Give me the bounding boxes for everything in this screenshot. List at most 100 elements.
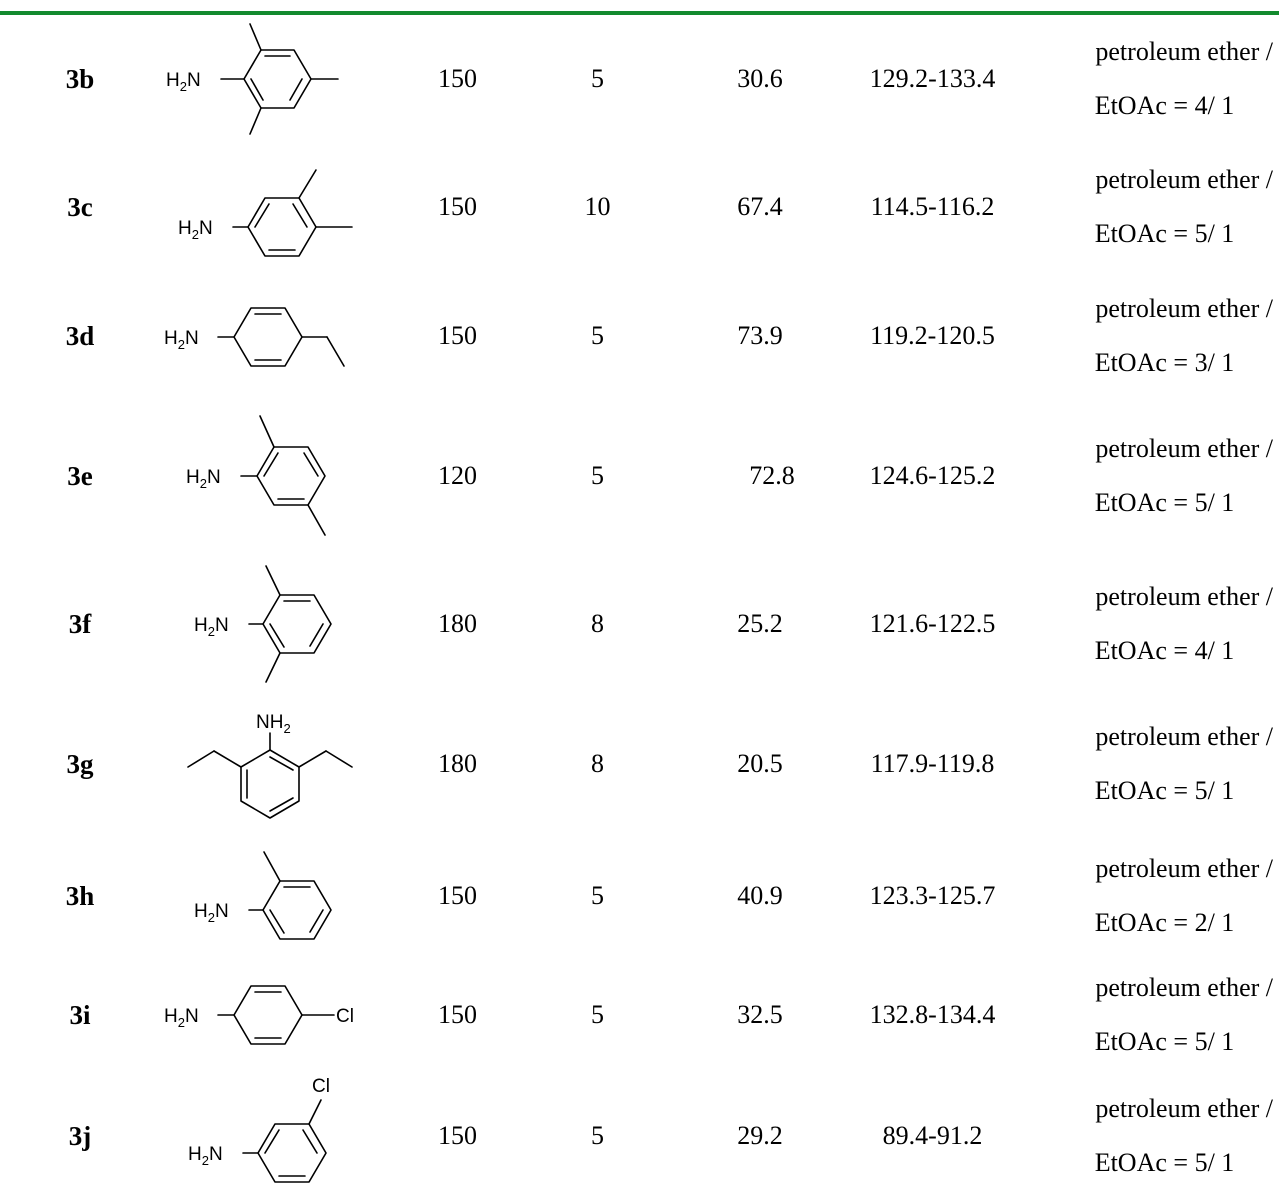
eluent-line2: EtOAc = 3/ 1 bbox=[1094, 348, 1235, 377]
yield: 67.4 bbox=[737, 192, 783, 221]
structure-3e: H2N bbox=[130, 398, 400, 554]
amine-label: H2N bbox=[194, 901, 229, 925]
amine-label: NH2 bbox=[256, 712, 291, 736]
amine-label: H2N bbox=[166, 70, 201, 94]
melting-point: 132.8-134.4 bbox=[869, 1000, 996, 1029]
table-row: 3h H2N 150 5 40.9 123.3-125.7 petroleum … bbox=[0, 834, 1279, 958]
compound-id: 3g bbox=[66, 748, 94, 779]
amine-label: H2N bbox=[188, 1144, 223, 1168]
yield: 25.2 bbox=[737, 609, 783, 638]
eluent-line1: petroleum ether / bbox=[1095, 1094, 1273, 1123]
melting-point: 123.3-125.7 bbox=[869, 881, 996, 910]
time: 8 bbox=[591, 749, 604, 778]
eluent-line1: petroleum ether / bbox=[1095, 854, 1273, 883]
eluent-line1: petroleum ether / bbox=[1095, 973, 1273, 1002]
temperature: 150 bbox=[438, 1121, 477, 1150]
amine-label: H2N bbox=[164, 1006, 199, 1030]
yield: 40.9 bbox=[737, 881, 783, 910]
eluent-line2: EtOAc = 2/ 1 bbox=[1094, 908, 1235, 937]
eluent: petroleum ether / EtOAc = 5/ 1 bbox=[1040, 958, 1279, 1072]
table-row: 3b H2N 150 5 30.6 129.2-133.4 petroleum … bbox=[0, 18, 1279, 140]
structure-3g: NH2 bbox=[130, 694, 400, 834]
eluent-line1: petroleum ether / bbox=[1095, 165, 1273, 194]
temperature: 180 bbox=[438, 749, 477, 778]
chloro-label: Cl bbox=[336, 1006, 354, 1027]
time: 5 bbox=[591, 461, 604, 490]
temperature: 180 bbox=[438, 609, 477, 638]
amine-label: H2N bbox=[194, 615, 229, 639]
structure-3f: H2N bbox=[130, 554, 400, 694]
time: 8 bbox=[591, 609, 604, 638]
dimethylaniline-25-structure: H2N bbox=[186, 415, 326, 536]
melting-point: 114.5-116.2 bbox=[870, 192, 995, 221]
compound-id: 3c bbox=[67, 191, 93, 222]
yield: 20.5 bbox=[737, 749, 783, 778]
melting-point: 121.6-122.5 bbox=[869, 609, 996, 638]
diethylaniline-structure: NH2 bbox=[187, 712, 353, 819]
eluent: petroleum ether / EtOAc = 2/ 1 bbox=[1040, 834, 1279, 958]
time: 5 bbox=[591, 881, 604, 910]
structure-3b: H2N bbox=[130, 18, 400, 140]
time: 5 bbox=[591, 1000, 604, 1029]
compound-id: 3h bbox=[65, 880, 95, 911]
eluent: petroleum ether / EtOAc = 5/ 1 bbox=[1040, 398, 1279, 554]
temperature: 120 bbox=[438, 461, 477, 490]
table-row: 3g NH2 180 8 20.5 117.9-119.8 petroleum … bbox=[0, 694, 1279, 834]
temperature: 150 bbox=[438, 881, 477, 910]
yield: 32.5 bbox=[737, 1000, 783, 1029]
melting-point: 119.2-120.5 bbox=[870, 321, 995, 350]
table-row: 3c H2N 150 10 67.4 114.5-116.2 petroleum… bbox=[0, 140, 1279, 274]
melting-point: 117.9-119.8 bbox=[870, 749, 995, 778]
eluent: petroleum ether / EtOAc = 5/ 1 bbox=[1040, 140, 1279, 274]
table-row: 3i H2N Cl 150 5 32.5 132.8-134.4 petrole… bbox=[0, 958, 1279, 1072]
eluent-line1: petroleum ether / bbox=[1095, 37, 1273, 66]
eluent-line2: EtOAc = 5/ 1 bbox=[1094, 219, 1235, 248]
eluent: petroleum ether / EtOAc = 4/ 1 bbox=[1040, 18, 1279, 140]
amine-label: H2N bbox=[186, 467, 221, 491]
yield: 30.6 bbox=[737, 64, 783, 93]
chloroaniline-4-structure: H2N Cl bbox=[164, 985, 354, 1045]
structure-3j: H2N Cl bbox=[130, 1072, 400, 1200]
eluent-line2: EtOAc = 4/ 1 bbox=[1094, 91, 1235, 120]
table-top-rule bbox=[0, 11, 1279, 15]
eluent: petroleum ether / EtOAc = 4/ 1 bbox=[1040, 554, 1279, 694]
time: 5 bbox=[591, 1121, 604, 1150]
compound-id: 3f bbox=[68, 608, 92, 639]
compound-id: 3b bbox=[65, 63, 95, 94]
eluent: petroleum ether / EtOAc = 5/ 1 bbox=[1040, 694, 1279, 834]
eluent-line2: EtOAc = 4/ 1 bbox=[1094, 636, 1235, 665]
melting-point: 124.6-125.2 bbox=[869, 461, 996, 490]
temperature: 150 bbox=[438, 321, 477, 350]
eluent: petroleum ether / EtOAc = 3/ 1 bbox=[1040, 274, 1279, 398]
structure-3i: H2N Cl bbox=[130, 958, 400, 1072]
structure-3d: H2N bbox=[130, 274, 400, 398]
eluent: petroleum ether / EtOAc = 5/ 1 bbox=[1040, 1072, 1279, 1200]
compound-id: 3d bbox=[65, 320, 95, 351]
compound-id: 3i bbox=[69, 999, 91, 1030]
eluent-line1: petroleum ether / bbox=[1095, 434, 1273, 463]
mesitylamine-structure: H2N bbox=[166, 23, 339, 135]
eluent-line2: EtOAc = 5/ 1 bbox=[1094, 776, 1235, 805]
eluent-line1: petroleum ether / bbox=[1095, 294, 1273, 323]
structure-3h: H2N bbox=[130, 834, 400, 958]
eluent-line1: petroleum ether / bbox=[1095, 582, 1273, 611]
yield: 73.9 bbox=[737, 321, 783, 350]
structure-3c: H2N bbox=[130, 140, 400, 274]
eluent-line1: petroleum ether / bbox=[1095, 722, 1273, 751]
amine-label: H2N bbox=[178, 218, 213, 242]
melting-point: 129.2-133.4 bbox=[869, 64, 996, 93]
melting-point: 89.4-91.2 bbox=[882, 1121, 983, 1150]
temperature: 150 bbox=[438, 1000, 477, 1029]
amine-label: H2N bbox=[164, 328, 199, 352]
dimethylaniline-structure: H2N bbox=[178, 169, 353, 257]
temperature: 150 bbox=[438, 64, 477, 93]
temperature: 150 bbox=[438, 192, 477, 221]
table-row: 3d H2N 150 5 73.9 119.2-120.5 petroleum … bbox=[0, 274, 1279, 398]
dimethylaniline-26-structure: H2N bbox=[194, 565, 332, 683]
table-row: 3j H2N Cl 150 5 29.2 89.4-91.2 petroleum… bbox=[0, 1072, 1279, 1200]
time: 5 bbox=[591, 64, 604, 93]
yield: 29.2 bbox=[737, 1121, 783, 1150]
compound-id: 3j bbox=[68, 1120, 92, 1151]
eluent-line2: EtOAc = 5/ 1 bbox=[1094, 1027, 1235, 1056]
ethylaniline-structure: H2N bbox=[164, 307, 345, 367]
